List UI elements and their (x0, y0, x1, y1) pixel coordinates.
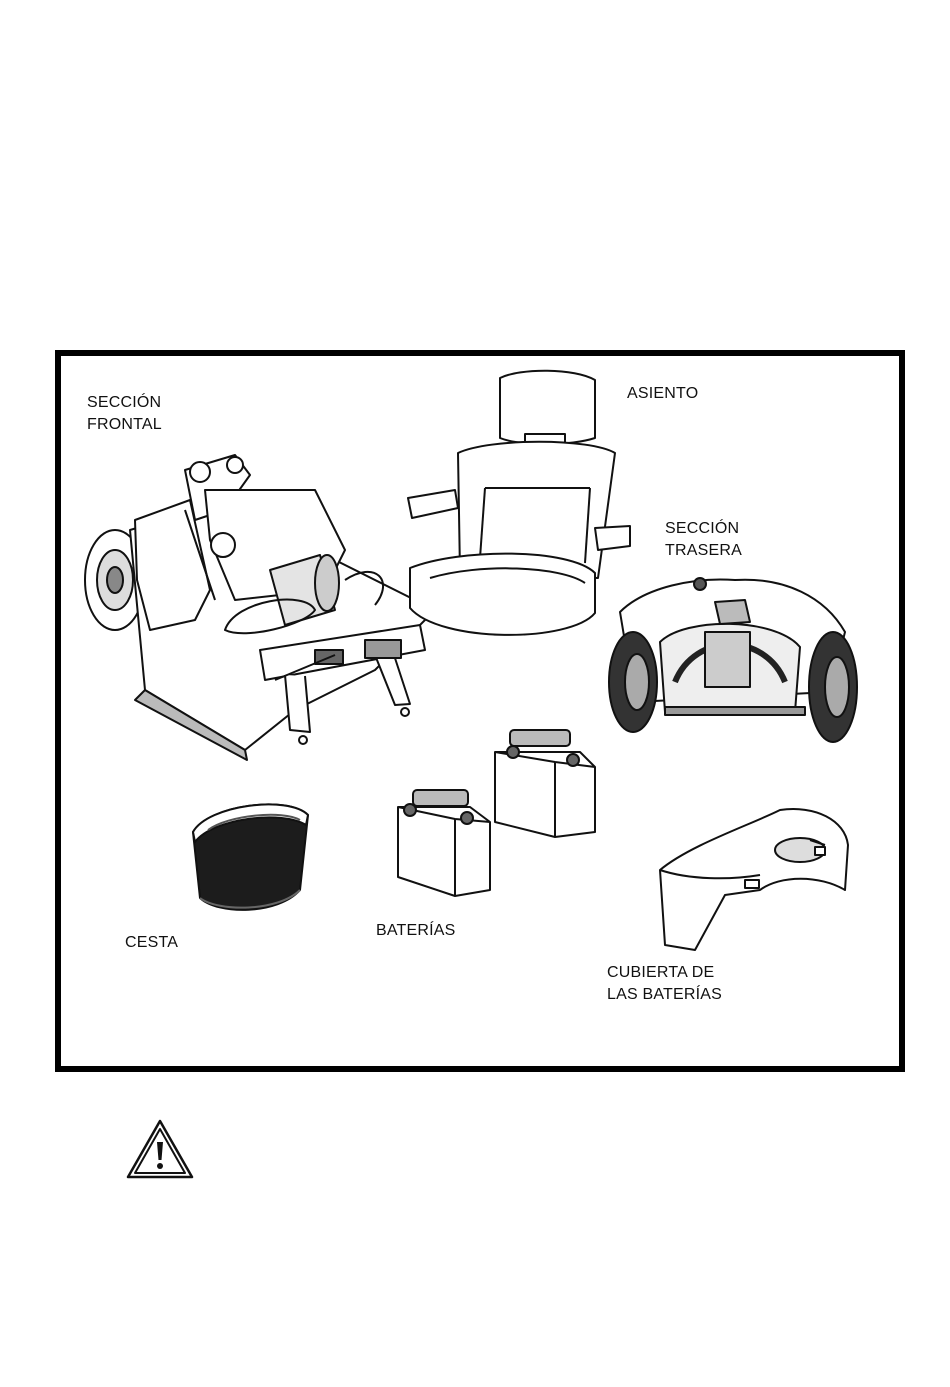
rear-section-illustration (605, 572, 865, 757)
basket-illustration (188, 790, 313, 915)
battery-cover-illustration (650, 805, 850, 955)
seat-illustration (400, 368, 635, 650)
label-rear-section: SECCIÓN TRASERA (665, 518, 742, 562)
label-batteries: BATERÍAS (376, 920, 456, 942)
label-battery-cover: CUBIERTA DE LAS BATERÍAS (607, 962, 722, 1006)
label-front-section: SECCIÓN FRONTAL (87, 392, 162, 436)
label-seat: ASIENTO (627, 383, 698, 405)
warning-triangle-icon (125, 1118, 195, 1180)
front-section-illustration (75, 450, 455, 760)
batteries-illustration (395, 722, 605, 897)
label-basket: CESTA (125, 932, 178, 954)
